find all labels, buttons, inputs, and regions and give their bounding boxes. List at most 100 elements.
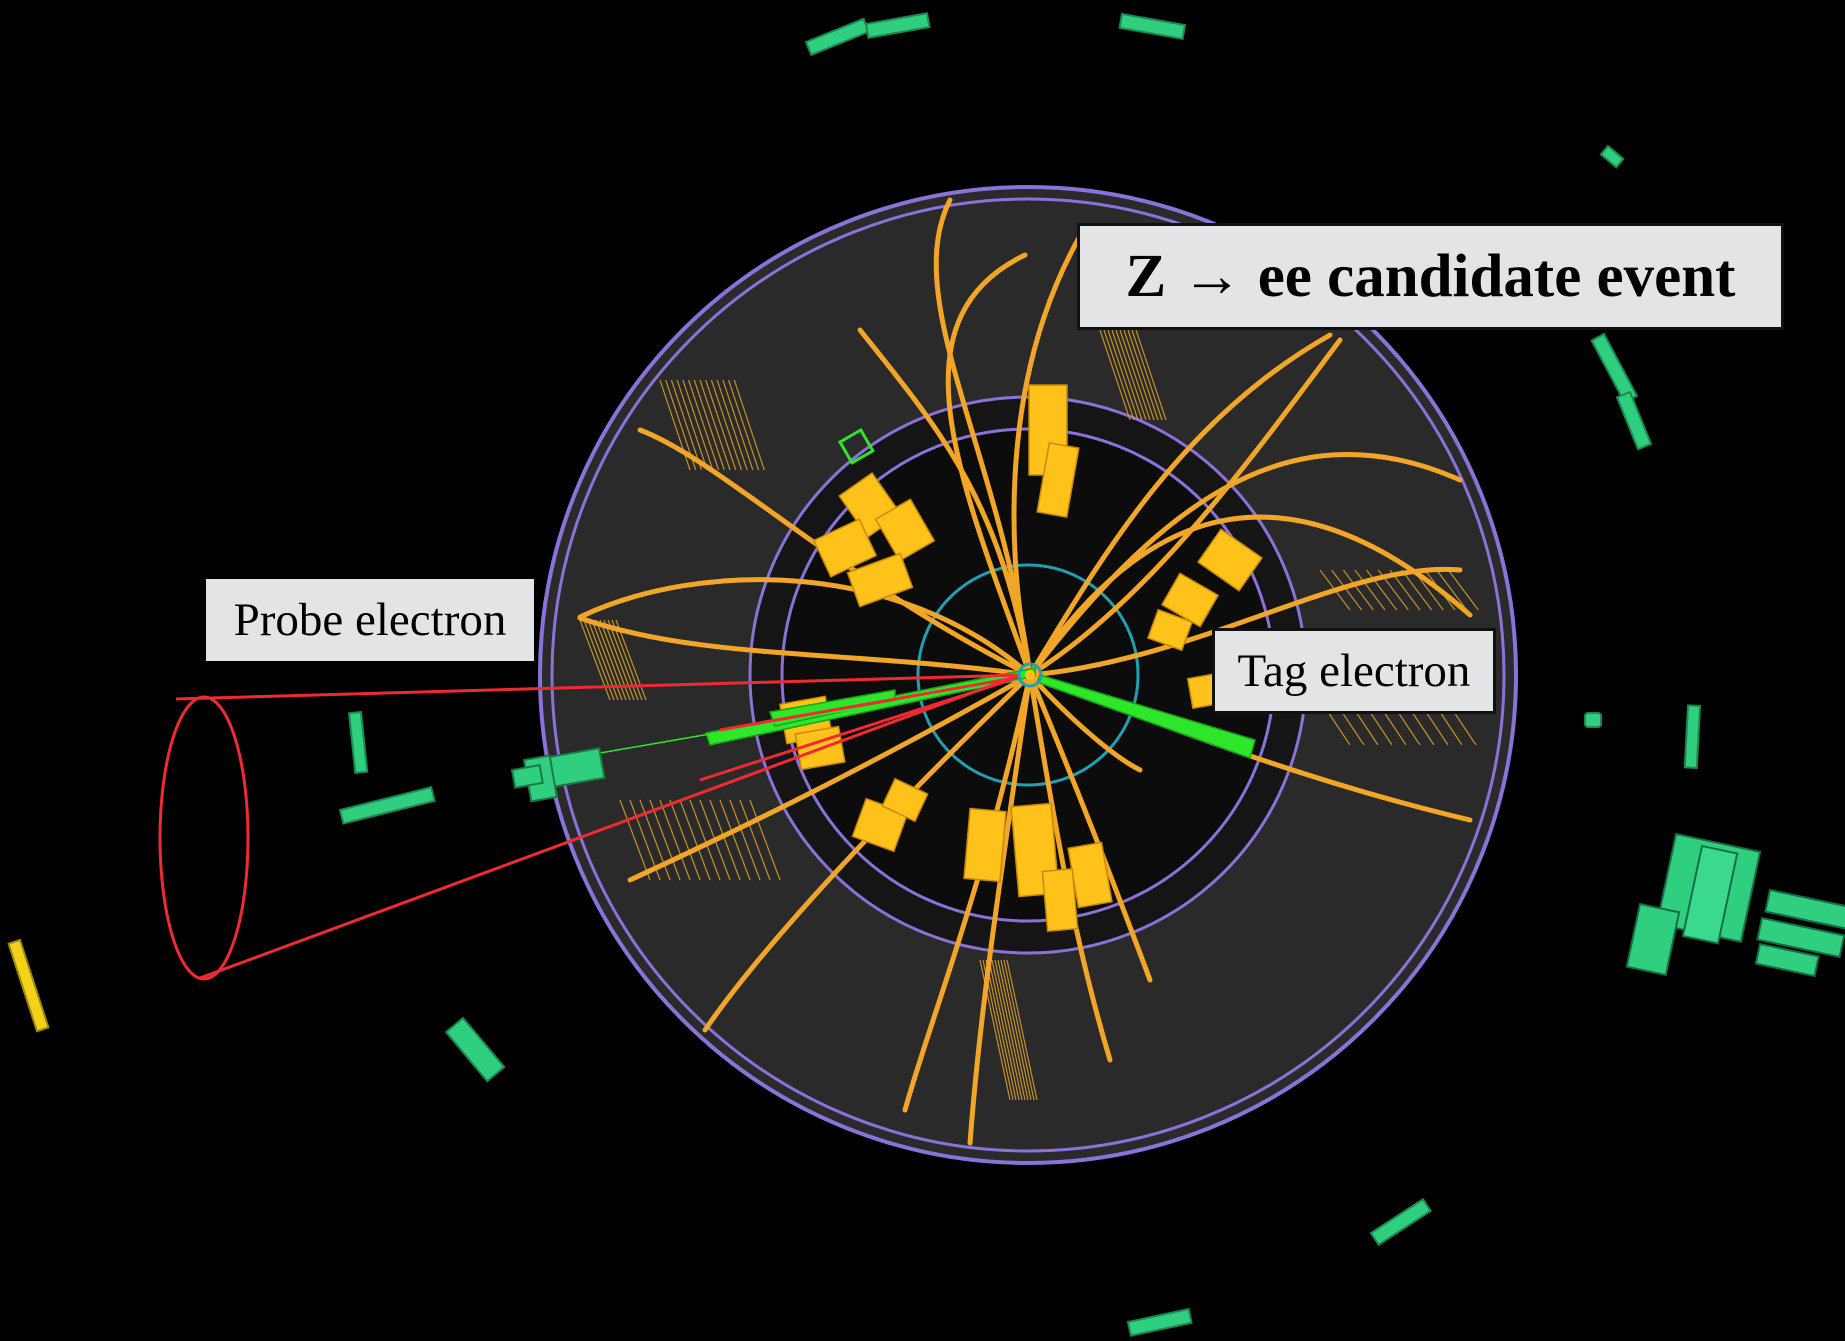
hatch-line — [649, 799, 681, 881]
track — [1027, 332, 1333, 678]
vertex-ring — [1017, 662, 1043, 688]
calo-block — [963, 807, 1007, 883]
calo-block — [812, 518, 878, 578]
chamber-bar — [347, 710, 369, 775]
calorimeter-deposits — [779, 384, 1263, 933]
hatch-line — [1123, 329, 1155, 421]
chamber-bar — [444, 1016, 506, 1083]
track — [577, 615, 1033, 678]
primary-vertex — [1025, 670, 1035, 680]
hatch-line — [1003, 959, 1035, 1101]
calo-block — [1041, 867, 1079, 933]
track — [933, 197, 1033, 678]
chamber-bar — [1615, 390, 1653, 451]
hatch-line — [1354, 569, 1386, 611]
hatch-line — [1103, 329, 1135, 421]
hatch-line — [716, 379, 748, 471]
hadronic-hatches — [579, 329, 1479, 1101]
track — [1027, 672, 1143, 773]
hatch-line — [719, 799, 751, 881]
probe-electron-label: Probe electron — [206, 579, 534, 661]
track — [1027, 337, 1343, 678]
track — [577, 577, 1033, 678]
cone-edge-upper — [175, 673, 1021, 701]
track — [627, 672, 1033, 883]
hatch-line — [679, 799, 711, 881]
hatch-line — [688, 379, 720, 471]
track — [1011, 233, 1083, 678]
track — [1027, 566, 1463, 678]
hatch-line — [1401, 569, 1433, 611]
hatch-line — [1000, 959, 1032, 1101]
hatch-line — [988, 959, 1020, 1101]
chamber-bar — [1118, 12, 1187, 41]
hatch-line — [693, 379, 725, 471]
hatch-line — [1111, 329, 1143, 421]
calo-block — [881, 777, 929, 823]
track — [857, 327, 1033, 678]
outer-detector-ring-inner — [550, 197, 1506, 1153]
hatch-line — [994, 959, 1026, 1101]
hatch-line — [659, 799, 691, 881]
track — [945, 252, 1033, 678]
tracker-ring — [916, 563, 1140, 787]
hatch-line — [1099, 329, 1131, 421]
hatch-line — [729, 799, 761, 881]
calo-block — [1036, 442, 1080, 518]
chamber-bar — [1126, 1307, 1193, 1337]
track — [967, 672, 1033, 1146]
track — [702, 672, 1033, 1033]
hatch-line — [710, 379, 742, 471]
hatch-line — [985, 959, 1017, 1101]
calo-block — [1197, 528, 1263, 592]
chamber-bar — [1683, 704, 1702, 769]
hatch-line — [709, 799, 741, 881]
calo-block — [874, 498, 936, 562]
hatch-line — [705, 379, 737, 471]
probe-forward-cluster — [510, 747, 606, 803]
hatch-line — [1119, 329, 1151, 421]
chamber-bar — [1369, 1197, 1433, 1247]
hatch-line — [1115, 329, 1147, 421]
hatch-line — [669, 799, 701, 881]
hatch-line — [699, 379, 731, 471]
hatch-line — [676, 379, 708, 471]
track — [637, 427, 1033, 678]
cone-edge-lower — [199, 673, 1021, 980]
hatch-line — [689, 799, 721, 881]
chamber-bar — [1599, 144, 1625, 169]
track — [1027, 514, 1473, 678]
hatch-line — [1436, 569, 1468, 611]
chamber-bar — [1584, 712, 1602, 728]
track — [902, 672, 1033, 1113]
hatch-line — [1447, 569, 1479, 611]
muon-station-right — [1625, 832, 1845, 978]
probe-track — [559, 679, 1021, 761]
yellow-chamber — [7, 938, 50, 1033]
calo-block — [1146, 608, 1194, 652]
hatch-line — [722, 379, 754, 471]
hatch-line — [1006, 959, 1038, 1101]
hatch-line — [997, 959, 1029, 1101]
probe-cone — [158, 673, 1021, 981]
calo-block — [1160, 572, 1220, 628]
hatch-line — [1107, 329, 1139, 421]
hatch-line — [682, 379, 714, 471]
hatch-line — [1131, 329, 1163, 421]
hatch-line — [619, 799, 651, 881]
hatch-line — [728, 379, 760, 471]
hatch-line — [733, 379, 765, 471]
tag-electron-deposit — [1035, 674, 1256, 759]
hatch-line — [749, 799, 781, 881]
hatch-line — [1342, 569, 1374, 611]
hatch-line — [991, 959, 1023, 1101]
hatch-line — [739, 799, 771, 881]
tag-electron-label: Tag electron — [1212, 628, 1496, 714]
chamber-bar — [864, 12, 931, 39]
calo-block — [846, 552, 914, 608]
marker-square — [837, 427, 875, 465]
hatch-line — [1366, 569, 1398, 611]
title-label: Z → ee candidate event — [1077, 223, 1784, 330]
hatch-line — [1127, 329, 1159, 421]
